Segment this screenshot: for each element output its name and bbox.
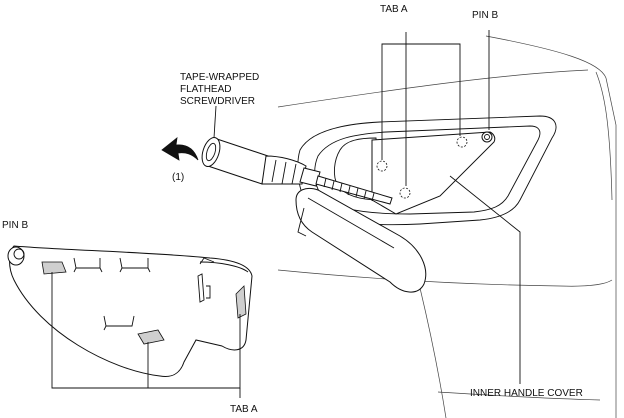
label-tool-line3: SCREWDRIVER — [180, 96, 255, 107]
inner-handle-cover-detached — [7, 245, 253, 377]
tab-a-marker — [456, 136, 468, 148]
tab-a-detached — [137, 329, 165, 345]
label-tool-line1: TAPE-WRAPPED — [180, 72, 259, 83]
curved-arrow-left-icon — [161, 137, 199, 161]
label-tab-a-bottom: TAB A — [230, 404, 258, 415]
door-trim-outline — [277, 35, 617, 418]
inner-handle-cover-installed — [371, 131, 496, 215]
label-step: (1) — [172, 172, 184, 183]
label-tool-line2: FLATHEAD — [180, 84, 232, 95]
label-pin-b-top: PIN B — [472, 10, 498, 21]
label-inner-handle-cover: INNER HANDLE COVER — [470, 388, 583, 399]
tab-a-detached — [235, 285, 247, 319]
screwdriver — [201, 137, 393, 205]
inner-handle-lever — [295, 187, 427, 293]
tab-a-marker — [399, 187, 411, 199]
label-tab-a-top: TAB A — [380, 4, 408, 15]
leader-lines — [51, 30, 521, 398]
label-pin-b-left: PIN B — [2, 220, 28, 231]
tab-a-marker — [376, 160, 388, 172]
pin-b-marker — [481, 131, 493, 143]
tab-a-detached — [41, 261, 67, 275]
